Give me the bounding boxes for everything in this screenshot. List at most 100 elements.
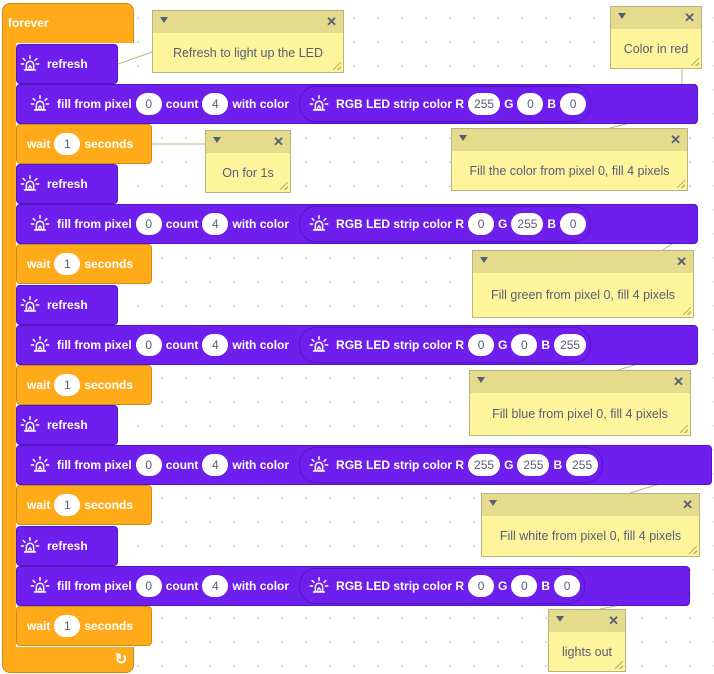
close-icon[interactable]: ✕ [326,14,337,29]
forever-block-bottom[interactable] [2,647,134,673]
close-icon[interactable]: ✕ [684,10,695,25]
comment-header[interactable]: ✕ [470,371,690,393]
comment-header[interactable]: ✕ [153,11,343,33]
comment-text[interactable]: Fill the color from pixel 0, fill 4 pixe… [452,151,687,190]
comment-text[interactable]: Fill blue from pixel 0, fill 4 pixels [470,393,690,435]
wait-seconds-input[interactable]: 1 [54,133,81,155]
triangle-down-icon[interactable] [160,17,168,23]
blue-value-input[interactable]: 255 [554,334,587,356]
close-icon[interactable]: ✕ [608,613,619,628]
pixel-start-input[interactable]: 0 [135,93,162,115]
wait-seconds-input[interactable]: 1 [54,253,81,275]
comment-header[interactable]: ✕ [611,7,701,29]
triangle-down-icon[interactable] [618,13,626,19]
resize-grip-icon[interactable] [680,425,688,433]
refresh-block[interactable]: refresh [16,526,118,566]
red-value-input[interactable]: 0 [468,334,495,356]
red-value-input[interactable]: 0 [468,575,495,597]
green-value-input[interactable]: 0 [517,93,544,115]
resize-grip-icon[interactable] [280,182,288,190]
comment-note[interactable]: ✕ Fill blue from pixel 0, fill 4 pixels [469,370,691,436]
comment-note[interactable]: ✕ On for 1s [205,130,291,193]
forever-block[interactable] [2,3,134,43]
green-value-input[interactable]: 255 [517,454,550,476]
green-value-input[interactable]: 0 [511,334,538,356]
triangle-down-icon[interactable] [480,257,488,263]
pixel-start-input[interactable]: 0 [135,454,162,476]
close-icon[interactable]: ✕ [682,497,693,512]
resize-grip-icon[interactable] [615,661,623,669]
comment-header[interactable]: ✕ [473,251,693,273]
comment-text[interactable]: Color in red [611,29,701,68]
triangle-down-icon[interactable] [213,137,221,143]
red-value-input[interactable]: 255 [468,93,501,115]
wait-seconds-input[interactable]: 1 [54,615,81,637]
comment-header[interactable]: ✕ [482,494,699,516]
triangle-down-icon[interactable] [477,377,485,383]
comment-text[interactable]: lights out [549,632,625,671]
count-input[interactable]: 4 [202,575,229,597]
resize-grip-icon[interactable] [683,307,691,315]
comment-note[interactable]: ✕ Refresh to light up the LED [152,10,344,73]
wait-seconds-input[interactable]: 1 [54,374,81,396]
refresh-block[interactable]: refresh [16,44,118,84]
close-icon[interactable]: ✕ [673,374,684,389]
pixel-start-input[interactable]: 0 [135,575,162,597]
count-input[interactable]: 4 [202,454,229,476]
resize-grip-icon[interactable] [691,58,699,66]
count-input[interactable]: 4 [202,334,229,356]
comment-text[interactable]: On for 1s [206,153,290,192]
count-input[interactable]: 4 [202,93,229,115]
resize-grip-icon[interactable] [689,546,697,554]
refresh-block[interactable]: refresh [16,405,118,445]
forever-block-arm[interactable] [2,42,16,648]
green-value-input[interactable]: 0 [511,575,538,597]
close-icon[interactable]: ✕ [676,254,687,269]
count-input[interactable]: 4 [202,213,229,235]
comment-header[interactable]: ✕ [206,131,290,153]
red-value-input[interactable]: 0 [468,213,495,235]
comment-note[interactable]: ✕ Fill white from pixel 0, fill 4 pixels [481,493,700,557]
refresh-block[interactable]: refresh [16,164,118,204]
resize-grip-icon[interactable] [677,180,685,188]
triangle-down-icon[interactable] [556,616,564,622]
blue-value-input[interactable]: 255 [566,454,599,476]
comment-note[interactable]: ✕ Fill the color from pixel 0, fill 4 pi… [451,128,688,191]
triangle-down-icon[interactable] [489,500,497,506]
resize-grip-icon[interactable] [333,62,341,70]
close-icon[interactable]: ✕ [670,132,681,147]
refresh-block[interactable]: refresh [16,285,118,325]
comment-note[interactable]: ✕ Fill green from pixel 0, fill 4 pixels [472,250,694,318]
blue-value-input[interactable]: 0 [554,575,581,597]
pixel-start-input[interactable]: 0 [135,213,162,235]
blue-value-input[interactable]: 0 [560,93,587,115]
comment-header[interactable]: ✕ [452,129,687,151]
blue-value-input[interactable]: 0 [560,213,587,235]
close-icon[interactable]: ✕ [273,134,284,149]
comment-header[interactable]: ✕ [549,610,625,632]
comment-note[interactable]: ✕ Color in red [610,6,702,69]
green-value-input[interactable]: 255 [511,213,544,235]
comment-text[interactable]: Fill green from pixel 0, fill 4 pixels [473,273,693,317]
red-value-input[interactable]: 255 [468,454,501,476]
pixel-start-input[interactable]: 0 [135,334,162,356]
triangle-down-icon[interactable] [459,135,467,141]
wait-seconds-input[interactable]: 1 [54,494,81,516]
comment-text[interactable]: Fill white from pixel 0, fill 4 pixels [482,516,699,556]
comment-text[interactable]: Refresh to light up the LED [153,33,343,72]
